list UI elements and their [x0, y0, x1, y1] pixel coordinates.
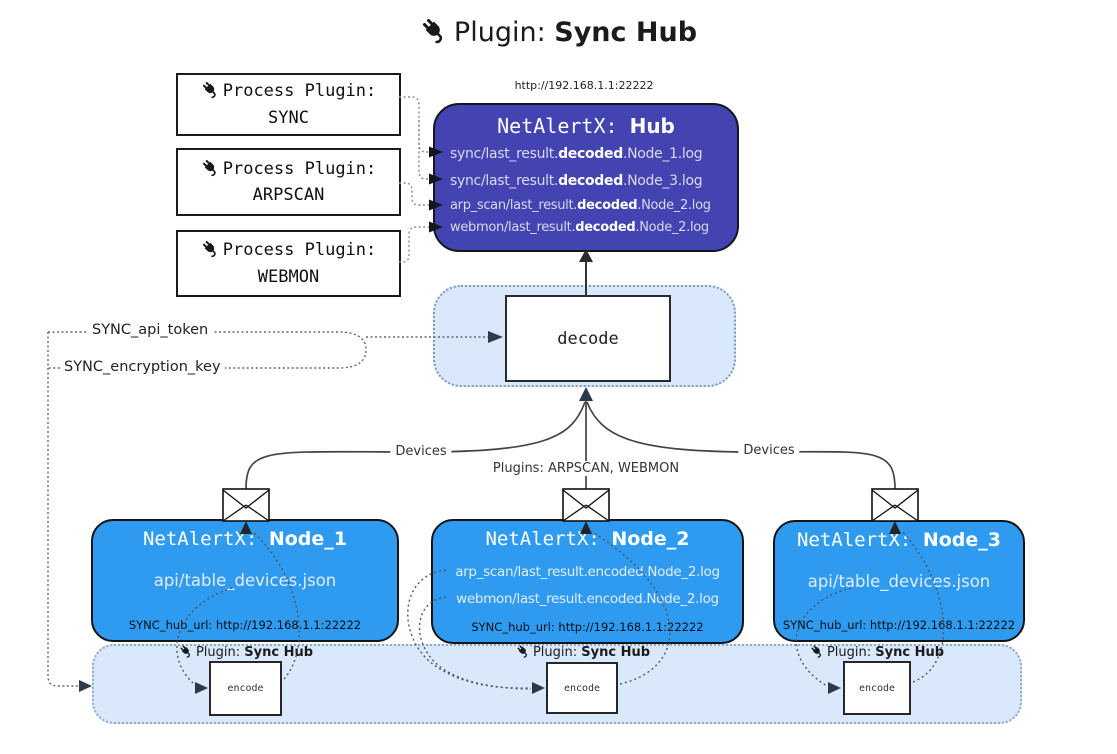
- arrowhead: [579, 387, 593, 401]
- plug-icon: [179, 644, 194, 659]
- plugin-to-hub-connectors: [399, 96, 429, 263]
- process-plugin-name: SYNC: [268, 107, 309, 128]
- plug-icon: [810, 644, 825, 659]
- encode-box: encode: [209, 661, 282, 716]
- envelope-icon: [562, 488, 610, 522]
- process-plugin-box-arpscan: Process Plugin: ARPSCAN: [176, 148, 401, 216]
- node-box-node-3: NetAlertX: Node_3 api/table_devices.json…: [773, 520, 1025, 642]
- hub-box: NetAlertX: Hub sync/last_result.decoded.…: [433, 103, 739, 252]
- node-title: NetAlertX: Node_3: [796, 529, 1001, 551]
- hub-log-line: sync/last_result.decoded.Node_3.log: [450, 173, 703, 189]
- sync-api-token-label: SYNC_api_token: [88, 322, 213, 338]
- process-plugin-label: Process Plugin:: [222, 81, 377, 102]
- process-plugin-line: Process Plugin:: [201, 78, 377, 104]
- title-bold: Sync Hub: [554, 17, 698, 48]
- process-plugin-line: Process Plugin:: [201, 237, 377, 263]
- hub-log-line: sync/last_result.decoded.Node_1.log: [450, 146, 703, 162]
- process-plugin-line: Process Plugin:: [201, 156, 377, 182]
- process-plugin-name: ARPSCAN: [252, 185, 325, 205]
- process-plugin-box-sync: Process Plugin: SYNC: [176, 73, 401, 136]
- plug-icon: [201, 158, 221, 178]
- hub-log-line: webmon/last_result.decoded.Node_2.log: [450, 220, 709, 235]
- plug-icon: [201, 80, 221, 100]
- encode-box: encode: [546, 662, 618, 714]
- node-file-line: arp_scan/last_result.encoded.Node_2.log: [455, 564, 720, 580]
- encode-box: encode: [843, 661, 911, 715]
- hub-log-line: arp_scan/last_result.decoded.Node_2.log: [450, 198, 711, 213]
- hub-title: NetAlertX: Hub: [435, 114, 737, 138]
- page-title: Plugin: Sync Hub: [0, 16, 1117, 48]
- encoder-label: Plugin: Sync Hub: [516, 644, 650, 660]
- node-file-line: api/table_devices.json: [807, 572, 991, 591]
- node-hub-url: SYNC_hub_url: http://192.168.1.1:22222: [782, 618, 1016, 632]
- node-box-node-1: NetAlertX: Node_1 api/table_devices.json…: [91, 519, 399, 642]
- title-prefix: Plugin:: [453, 17, 555, 48]
- node-title: NetAlertX: Node_1: [142, 528, 347, 550]
- arrowhead: [79, 680, 92, 692]
- hub-url-label: http://192.168.1.1:22222: [514, 79, 654, 92]
- process-plugin-box-webmon: Process Plugin: WEBMON: [176, 230, 401, 297]
- decode-box: decode: [505, 295, 671, 382]
- edge-label-devices-right: Devices: [738, 443, 800, 458]
- process-plugin-name: WEBMON: [257, 266, 320, 287]
- envelope-icons: [222, 488, 919, 522]
- plug-icon: [420, 16, 450, 46]
- process-plugin-label: Process Plugin:: [222, 240, 377, 261]
- plug-icon: [516, 644, 531, 659]
- node-title: NetAlertX: Node_2: [485, 528, 690, 550]
- node-hub-url: SYNC_hub_url: http://192.168.1.1:22222: [471, 620, 704, 634]
- node-hub-url: SYNC_hub_url: http://192.168.1.1:22222: [128, 618, 362, 632]
- process-plugin-label: Process Plugin:: [222, 158, 377, 179]
- node-box-node-2: NetAlertX: Node_2 arp_scan/last_result.e…: [431, 519, 744, 644]
- plug-icon: [201, 239, 221, 259]
- hub-title-bold: Hub: [629, 114, 675, 138]
- edge-label-plugins: Plugins: ARPSCAN, WEBMON: [487, 461, 685, 476]
- envelope-icon: [871, 488, 919, 522]
- sync-encryption-key-label: SYNC_encryption_key: [60, 359, 225, 375]
- encoder-label: Plugin: Sync Hub: [810, 644, 944, 660]
- envelope-icon: [222, 488, 270, 522]
- node-file-line: webmon/last_result.encoded.Node_2.log: [456, 591, 719, 607]
- edge-label-devices-left: Devices: [390, 444, 452, 459]
- node-file-line: api/table_devices.json: [153, 571, 337, 590]
- hub-title-prefix: NetAlertX:: [497, 114, 630, 138]
- encoder-label: Plugin: Sync Hub: [179, 644, 313, 660]
